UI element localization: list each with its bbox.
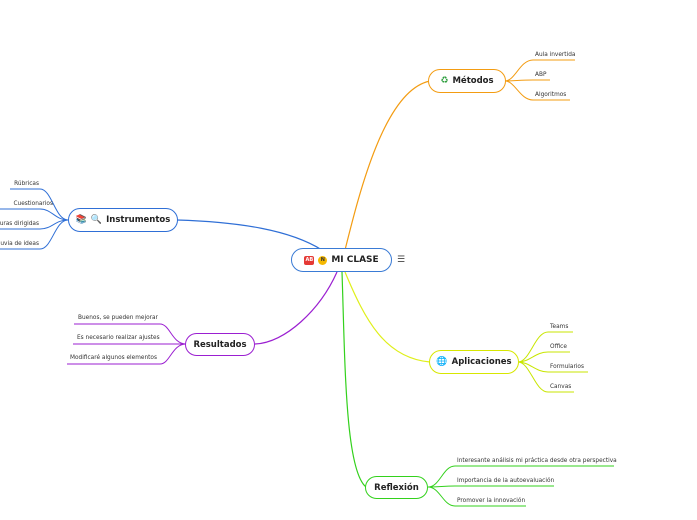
books-icon: 📚 — [75, 214, 87, 225]
leaf-abp[interactable]: ABP — [535, 72, 547, 78]
leaf-buenos[interactable]: Buenos, se pueden mejorar — [78, 315, 158, 321]
leaf-ajustes[interactable]: Es necesario realizar ajustes — [77, 335, 160, 341]
branch-label: Resultados — [193, 339, 247, 350]
link-aplicaciones — [344, 271, 431, 363]
branch-instrumentos[interactable]: 📚 🔍 Instrumentos — [68, 208, 178, 232]
link-resultados — [254, 271, 338, 345]
leaf-lecturas-dirigidas[interactable]: Lecturas dirigidas — [0, 221, 39, 227]
leaf-rubricas[interactable]: Rúbricas — [14, 181, 39, 187]
leaf-autoevaluacion[interactable]: Importancia de la autoevaluación — [457, 478, 555, 484]
leaf-aula-invertida[interactable]: Aula invertida — [535, 52, 576, 58]
branch-resultados[interactable]: Resultados — [185, 333, 255, 356]
search-icon: 🔍 — [90, 214, 103, 225]
branch-label: Instrumentos — [106, 215, 171, 225]
leaf-canvas[interactable]: Canvas — [550, 384, 572, 390]
red-badge-icon: AB — [304, 255, 315, 265]
branch-label: Aplicaciones — [451, 357, 512, 367]
recycle-icon: ♻ — [440, 75, 449, 86]
leaf-teams[interactable]: Teams — [550, 324, 569, 330]
branch-label: Reflexión — [374, 482, 419, 493]
leaf-modificare[interactable]: Modificaré algunos elementos — [70, 355, 157, 361]
leaf-interesante-analisis[interactable]: Interesante análisis mi práctica desde o… — [457, 458, 617, 464]
leaf-algoritmos[interactable]: Algoritmos — [535, 92, 567, 98]
central-node[interactable]: AB N MI CLASE — [291, 248, 392, 272]
leaf-cuestionarios[interactable]: Cuestionarios — [13, 201, 53, 207]
link-instrumentos — [176, 219, 323, 251]
globe-icon: 🌐 — [436, 356, 448, 367]
leaf-lluvia-ideas[interactable]: Lluvia de ideas — [0, 241, 39, 247]
central-title: MI CLASE — [331, 255, 379, 265]
link-reflexion — [341, 271, 367, 488]
branch-reflexion[interactable]: Reflexión — [365, 476, 428, 499]
leaf-office[interactable]: Office — [550, 344, 567, 350]
yellow-badge-icon: N — [318, 255, 328, 265]
link-metodos — [344, 80, 431, 251]
leaf-innovacion[interactable]: Promover la innovación — [457, 498, 526, 504]
leaf-formularios[interactable]: Formularios — [550, 364, 584, 370]
menu-icon[interactable]: ☰ — [397, 255, 406, 265]
branch-metodos[interactable]: ♻ Métodos — [428, 69, 506, 93]
branch-label: Métodos — [452, 76, 494, 86]
branch-aplicaciones[interactable]: 🌐 Aplicaciones — [429, 350, 519, 374]
